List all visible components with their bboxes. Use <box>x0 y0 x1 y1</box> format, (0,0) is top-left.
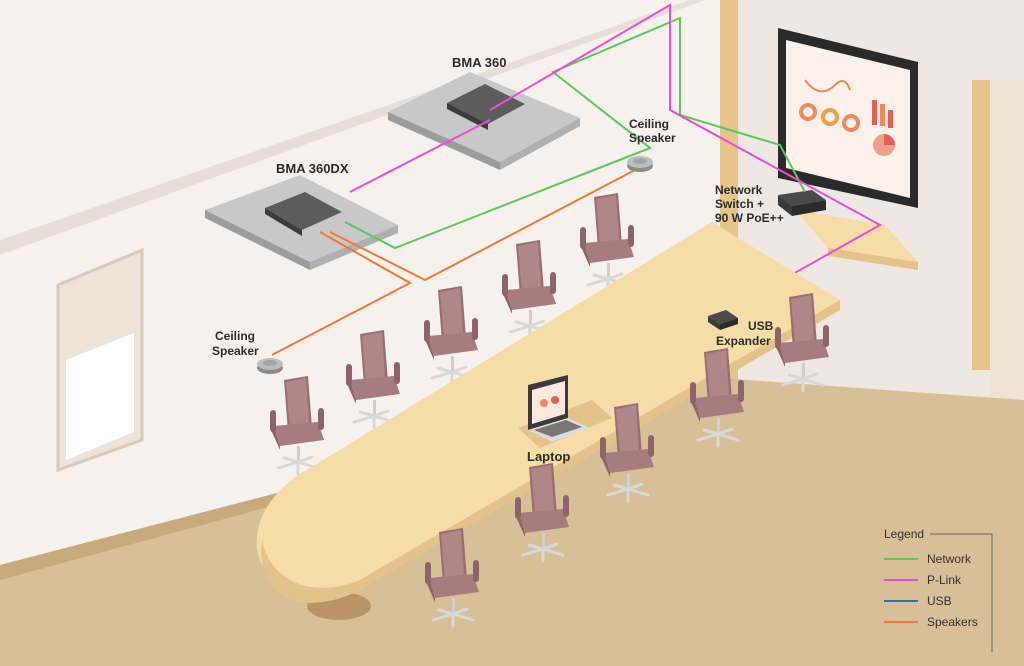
label-usb-expander-2: Expander <box>716 334 771 348</box>
cable-plink <box>349 3 883 316</box>
usb-expander-device <box>708 310 738 330</box>
label-network-switch-3: 90 W PoE++ <box>715 211 784 225</box>
legend-label-p-link: P-Link <box>927 573 962 587</box>
label-ceiling-speaker-left-2: Speaker <box>212 344 259 358</box>
legend-label-usb: USB <box>927 594 952 608</box>
ceiling-edge <box>0 0 705 255</box>
legend-label-network: Network <box>927 552 972 566</box>
wall-shelf <box>795 210 918 270</box>
ceiling-speaker-left <box>257 358 283 374</box>
floor <box>0 378 1024 666</box>
bma360-ceiling-panel <box>388 72 580 170</box>
label-ceiling-speaker-left-1: Ceiling <box>215 329 255 343</box>
label-network-switch-1: Network <box>715 183 763 197</box>
ceiling-speaker-right <box>627 156 653 172</box>
network-switch-device <box>778 190 826 216</box>
wall-display <box>778 28 918 208</box>
legend-title: Legend <box>884 527 924 541</box>
legend-label-speakers: Speakers <box>927 615 978 629</box>
bma360dx-ceiling-panel <box>205 175 398 270</box>
label-ceiling-speaker-right-2: Speaker <box>629 131 676 145</box>
wall-pillar-right <box>972 80 990 370</box>
laptop-device <box>518 375 612 448</box>
cable-network <box>344 16 806 250</box>
label-ceiling-speaker-right-1: Ceiling <box>629 117 669 131</box>
label-laptop: Laptop <box>527 449 570 464</box>
label-bma360: BMA 360 <box>452 55 506 70</box>
cable-speakers <box>271 169 636 356</box>
label-bma360dx: BMA 360DX <box>276 161 349 176</box>
label-usb-expander-1: USB <box>748 319 774 333</box>
label-network-switch-2: Switch + <box>715 197 764 211</box>
window <box>56 247 144 473</box>
